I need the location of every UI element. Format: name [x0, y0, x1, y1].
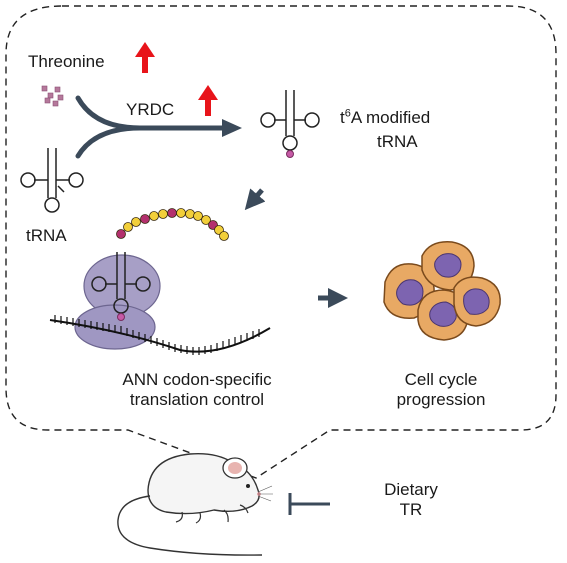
up-arrow-icon: [198, 85, 218, 116]
mouse-icon: [117, 452, 273, 556]
up-arrow-icon: [135, 42, 155, 73]
ann-label: ANN codon-specific translation control: [122, 370, 272, 409]
threonine-label: Threonine: [28, 52, 105, 71]
t6a-trna-label: tRNA: [377, 132, 418, 151]
trna-label: tRNA: [26, 226, 67, 245]
cell-cluster-icon: [383, 241, 501, 341]
threonine-molecules-icon: [41, 85, 64, 107]
trna-icon: [20, 148, 84, 213]
dietary-tr-label: Dietary TR: [384, 480, 438, 519]
cell-cycle-label: Cell cycle progression: [396, 370, 486, 409]
peptide-chain-icon: [116, 208, 229, 241]
t6a-trna-icon: [260, 90, 320, 158]
arrow-head-icon: [222, 119, 242, 137]
mrna-strand-icon: [49, 319, 271, 353]
down-left-arrow-icon: [244, 188, 266, 211]
yrdc-label: YRDC: [126, 100, 175, 119]
reaction-arrow-icon: [75, 95, 225, 159]
t6a-label: t6A modified: [340, 107, 431, 127]
cell-icon: [453, 276, 501, 327]
mrna-ticks: [54, 315, 260, 355]
dashed-callout-border: [5, 5, 557, 479]
inhibit-icon: [288, 493, 330, 515]
ribosome-trna-icon: [91, 252, 151, 321]
cell-icon: [421, 241, 475, 291]
